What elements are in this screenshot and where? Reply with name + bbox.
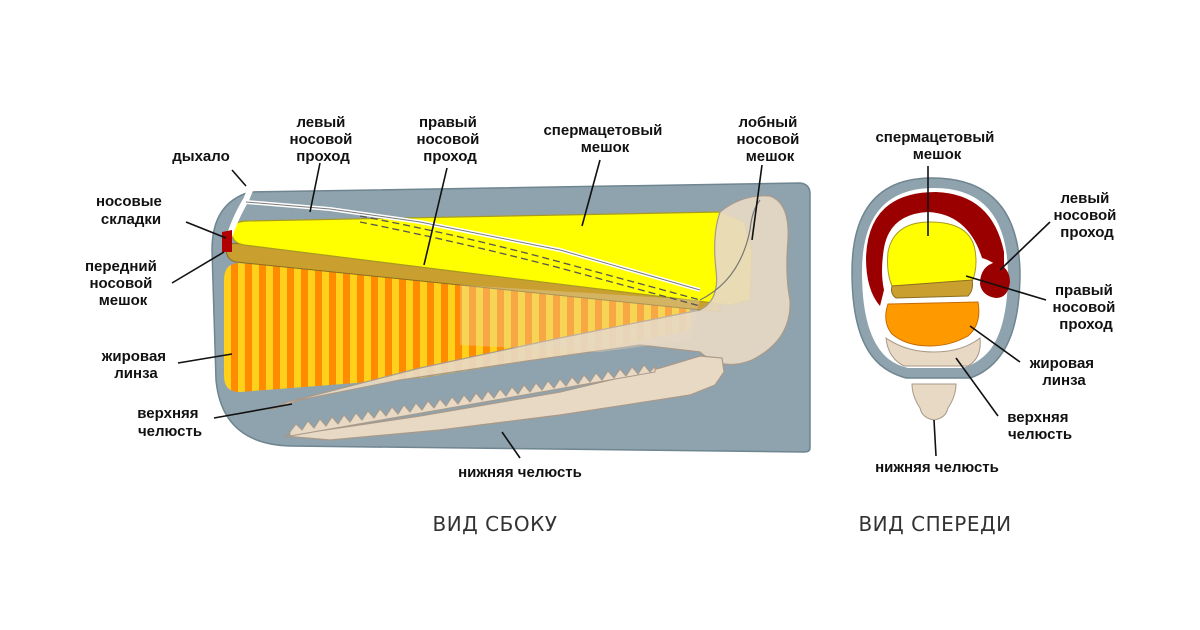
caption-side-view: ВИД СБОКУ [433, 512, 558, 536]
front-leader-lines [927, 166, 1051, 457]
label-upper-jaw-front: верхняя челюсть [1007, 409, 1072, 443]
label-fat-lens-front: жировая линза [1029, 355, 1098, 389]
label-frontal-sac: лобный носовой мешок [736, 114, 803, 165]
label-lower-jaw-side: нижняя челюсть [458, 464, 582, 481]
teeth [289, 364, 656, 437]
label-left-passage-front: левый носовой проход [1053, 190, 1120, 241]
label-fat-lens-side: жировая линза [101, 348, 170, 382]
lower-jaw [283, 355, 725, 441]
nasal-folds [222, 230, 232, 252]
label-lower-jaw-front: нижняя челюсть [875, 459, 999, 476]
label-blowhole: дыхало [172, 148, 230, 165]
label-upper-jaw-side: верхняя челюсть [137, 405, 202, 440]
side-view: дыхало носовые складки передний носовой … [85, 114, 811, 536]
label-right-passage-front: правый носовой проход [1052, 282, 1119, 333]
label-right-passage-side: правый носовой проход [416, 114, 483, 165]
front-spermaceti [887, 221, 977, 287]
rostrum-overlay [460, 285, 700, 352]
caption-front-view: ВИД СПЕРЕДИ [858, 512, 1011, 536]
label-anterior-sac: передний носовой мешок [85, 258, 161, 309]
label-spermaceti-sac-side: спермацетовый мешок [543, 122, 666, 156]
nasal-passages-side [225, 188, 761, 307]
front-junk-band [891, 279, 973, 299]
front-lower-jaw [911, 383, 957, 421]
side-leader-lines [171, 159, 763, 459]
label-nasal-folds: носовые складки [96, 193, 166, 228]
blowhole-notch [240, 174, 252, 192]
skull-upper-jaw [269, 195, 791, 411]
front-fat-lens [885, 301, 980, 347]
front-right-passage [980, 262, 1010, 298]
front-view: спермацетовый мешок левый носовой проход… [851, 129, 1120, 536]
label-spermaceti-sac-front: спермацетовый мешок [875, 129, 998, 163]
label-left-passage-side: левый носовой проход [289, 114, 356, 165]
front-left-passage [866, 192, 1004, 306]
